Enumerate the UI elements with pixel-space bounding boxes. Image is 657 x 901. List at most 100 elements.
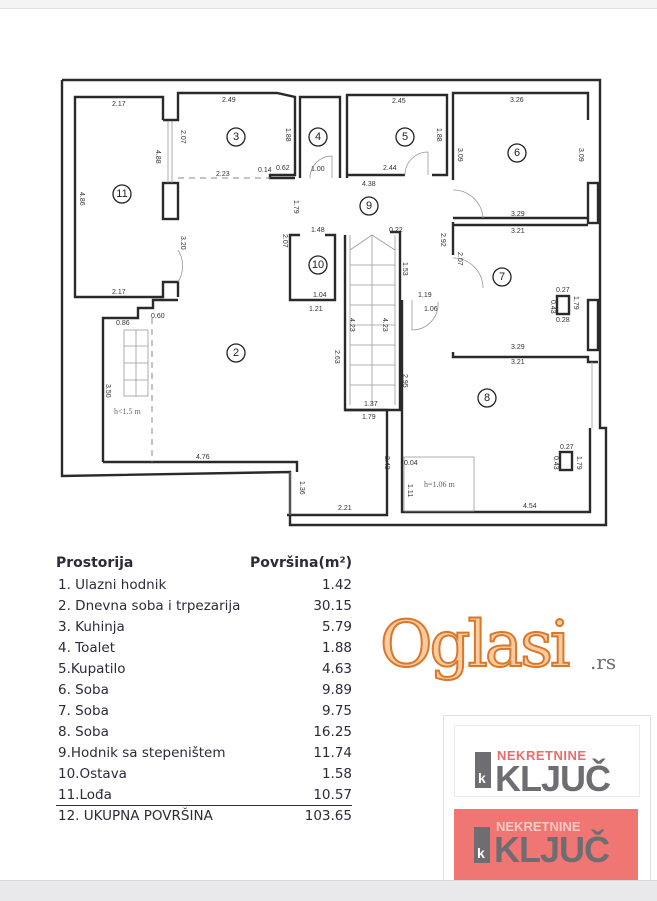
room-10-wall [288,233,337,302]
logo-small-text: NEKRETNINE [497,748,587,763]
bottom-band [0,880,657,901]
room-area: 10.57 [313,787,352,803]
table-header: Prostorija Površina(m²) [56,553,352,575]
svg-text:4.23: 4.23 [348,318,355,332]
svg-text:3.21: 3.21 [511,228,525,235]
svg-text:3.29: 3.29 [511,344,525,351]
table-row: 7. Soba 9.75 [56,701,352,722]
svg-text:10: 10 [312,259,324,271]
svg-text:2.23: 2.23 [216,171,230,178]
room-5-wall [345,93,449,178]
svg-text:0.22: 0.22 [389,227,403,234]
room-area: 9.75 [321,703,352,719]
logo-red: NEKRETNINE KLJUČ [454,809,638,881]
svg-text:1.48: 1.48 [311,227,325,234]
svg-text:2.07: 2.07 [179,130,186,144]
room-label-11: 11 [112,184,132,204]
svg-text:3.29: 3.29 [511,211,525,218]
svg-text:h<1.5 m: h<1.5 m [114,407,142,416]
room-area: 1.88 [321,640,352,656]
door-swing [177,249,184,283]
room-name: 3. Kuhinja [58,619,125,635]
svg-text:2.17: 2.17 [112,289,126,296]
logo-big-text: KLJUČ [495,758,611,799]
svg-text:4.86: 4.86 [78,192,85,206]
svg-text:1.36: 1.36 [298,481,305,495]
room-name: 11.Lođa [58,787,112,803]
svg-text:1.11: 1.11 [406,484,413,497]
svg-text:3: 3 [233,131,239,143]
svg-text:0.86: 0.86 [116,320,130,327]
header-area: Površina(m²) [250,555,352,571]
room-label-2: 2 [226,343,246,363]
svg-text:2.92: 2.92 [439,233,446,247]
svg-text:h=1.06 m: h=1.06 m [424,480,456,489]
room-2-wall [101,298,178,462]
svg-text:3.26: 3.26 [510,97,524,104]
svg-text:1.00: 1.00 [311,166,325,173]
room-6-wall [451,91,590,180]
room-8-wall [400,300,592,514]
svg-text:0.27: 0.27 [556,287,570,294]
svg-text:4.54: 4.54 [523,503,537,510]
svg-text:6: 6 [514,147,520,159]
svg-text:1.04: 1.04 [313,292,327,299]
svg-text:2.43: 2.43 [383,456,390,470]
svg-text:2.44: 2.44 [383,165,397,172]
room-name: 4. Toalet [58,640,116,656]
room-area: 11.74 [313,745,352,761]
key-icon [474,827,490,863]
room-name: 7. Soba [58,703,109,719]
room-label-10: 10 [308,255,328,275]
svg-text:3.09: 3.09 [577,148,584,162]
room-11-wall [73,95,180,299]
dimension-labels: 2.17 4.86 4.88 2.17 2.49 2.07 2.23 0.14 … [78,97,584,512]
svg-text:8: 8 [484,392,490,404]
svg-text:1.79: 1.79 [572,296,579,310]
watermark-tld: .rs [590,650,617,674]
svg-text:4.23: 4.23 [381,318,388,332]
svg-text:0.43: 0.43 [552,456,559,470]
room-3-wall [163,91,297,180]
svg-text:1.79: 1.79 [292,200,299,214]
room-area: 1.42 [321,577,352,593]
svg-text:2.07: 2.07 [456,252,463,266]
top-border [0,0,657,9]
table-row: 9.Hodnik sa stepeništem 11.74 [56,743,352,764]
logo-big-text: KLJUČ [494,829,610,870]
svg-text:2.07: 2.07 [281,234,288,248]
room-name: 10.Ostava [58,766,127,782]
svg-text:7: 7 [499,271,505,283]
room-name: 8. Soba [58,724,109,740]
room-label-8: 8 [477,388,497,408]
svg-text:0.28: 0.28 [556,317,570,324]
svg-text:2.49: 2.49 [222,97,236,104]
room-name: 9.Hodnik sa stepeništem [58,745,226,761]
svg-text:1.37: 1.37 [364,401,378,408]
pillar [161,181,180,221]
logo-small-text: NEKRETNINE [496,819,581,834]
room-label-4: 4 [308,127,328,147]
svg-text:11: 11 [116,188,127,200]
room-area: 1.58 [321,766,352,782]
room-label-7: 7 [492,267,512,287]
floor-plan: 11 3 4 5 6 7 8 9 10 2 2.17 4.86 4.88 2.1… [60,78,608,527]
svg-text:4: 4 [315,131,321,143]
room-name: 1. Ulazni hodnik [58,577,167,593]
svg-text:0.43: 0.43 [549,300,556,314]
room-area-table: Prostorija Površina(m²) 1. Ulazni hodnik… [56,553,352,827]
agency-logo: NEKRETNINE KLJUČ NEKRETNINE KLJUČ [443,715,651,891]
svg-text:1.79: 1.79 [362,414,376,421]
svg-text:0.14: 0.14 [258,167,272,174]
svg-text:4.76: 4.76 [196,454,210,461]
room-area: 4.63 [321,661,352,677]
svg-text:3.21: 3.21 [511,359,525,366]
outer-wall [60,78,608,527]
watermark: Oglasi [379,608,571,682]
key-icon [475,752,491,788]
